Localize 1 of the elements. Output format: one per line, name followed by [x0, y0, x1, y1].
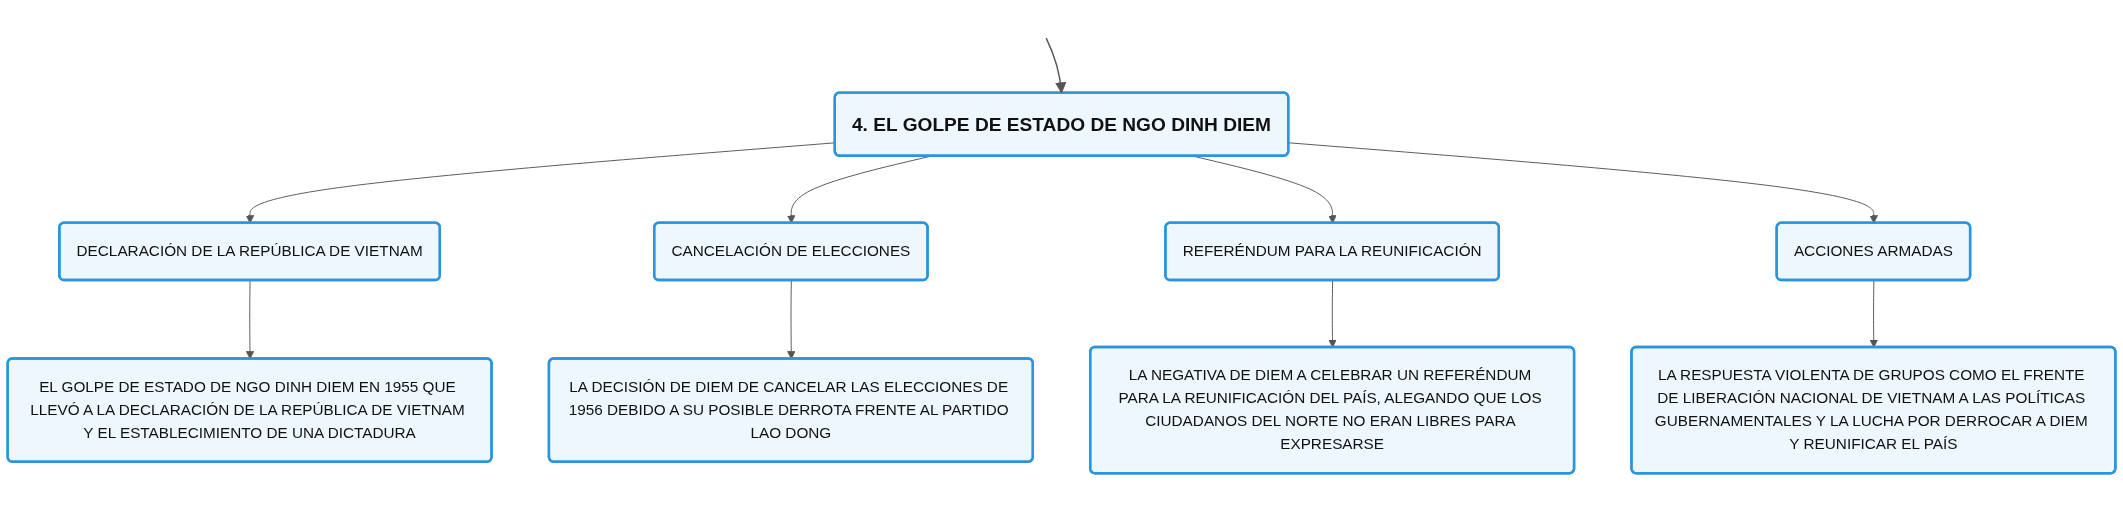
arrow — [1045, 37, 1067, 94]
